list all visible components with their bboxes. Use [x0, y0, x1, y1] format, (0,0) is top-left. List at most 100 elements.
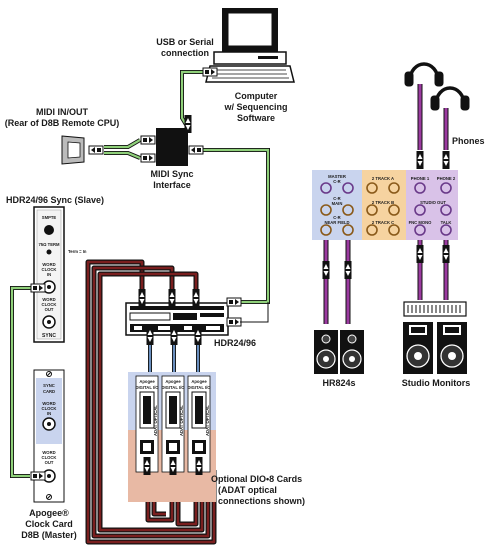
pb-track-a: 2 TRACK A: [372, 176, 394, 181]
phones-label: Phones: [452, 136, 485, 146]
dio-optical-2: ADAT OPTICAL: [179, 405, 184, 436]
apogee-clock-card: [33, 369, 65, 503]
pb-track-b: 2 TRACK B: [372, 200, 394, 205]
pb-cr-main-2: MAIN: [332, 201, 343, 206]
sync-wc-in-jack-icon: [30, 283, 46, 293]
card-wc-out-1: WORD: [42, 450, 55, 455]
wc-out-label-3: OUT: [45, 307, 54, 312]
studio-monitors-label: Studio Monitors: [402, 378, 471, 388]
hr824s-label: HR824s: [322, 378, 355, 388]
phone-plug-icon: [416, 151, 424, 169]
hdr-sync-jack-icon: [226, 297, 242, 307]
wc-in-label-3: IN: [47, 272, 51, 277]
term-label: 75Ω TERM: [38, 242, 60, 247]
dio-digital-3: DIGITAL I/O: [187, 385, 211, 390]
sync-label: SYNC: [42, 333, 56, 339]
dio-card-3: [187, 375, 211, 473]
computer-label-3: Software: [237, 113, 275, 123]
hdr-label: HDR24/96: [214, 338, 256, 348]
speaker-icon: [313, 329, 339, 375]
apogee-label-2: Clock Card: [25, 519, 73, 529]
card-wc-out-3: OUT: [45, 460, 54, 465]
apogee-label-1: Apogee®: [29, 508, 69, 518]
card-wc-in-1: WORD: [42, 401, 55, 406]
pb-track-c: 2 TRACK C: [372, 220, 394, 225]
speaker-icon: [339, 329, 365, 375]
pb-master-cr: MASTER: [328, 174, 346, 179]
pb-talk: TALK: [441, 220, 452, 225]
green-cables: [10, 70, 270, 478]
optional-label-1: Optional DIO•8 Cards: [211, 474, 302, 484]
usb-serial-label-1: USB or Serial: [156, 37, 214, 47]
wc-in-label-1: WORD: [42, 262, 55, 267]
hdr-blue-plug-icon: [146, 327, 154, 345]
pb-phone-2: PHONE 2: [437, 176, 456, 181]
pb-fnc-mono: FNC MONO: [409, 220, 433, 225]
computer-port-icon: [202, 67, 218, 77]
dio-digital-1: DIGITAL I/O: [135, 385, 159, 390]
midi-inout-label-2: (Rear of D8B Remote CPU): [5, 118, 120, 128]
usb-serial-label-2: connection: [161, 48, 209, 58]
db9-port-icon: [61, 135, 85, 165]
patchbay-knobs: [320, 182, 452, 236]
optical-plug-icon: [169, 457, 177, 475]
hr824-plug-icon: [344, 261, 352, 279]
dio-brand-1: Apogee: [139, 379, 155, 384]
dio-brand-3: Apogee: [191, 379, 207, 384]
card-wc-out-jack-icon: [30, 471, 46, 481]
hdr-blue-plug-icon: [170, 327, 178, 345]
pb-cr-main-1: C-R: [333, 196, 340, 201]
phone-plug-icon: [442, 151, 450, 169]
card-wc-in-3: IN: [47, 411, 51, 416]
wc-in-label-2: CLOCK: [42, 267, 57, 272]
hdr-plug-icon: [192, 289, 200, 307]
dio-brand-2: Apogee: [165, 379, 181, 384]
pb-cr-near-2: NEAR FIELD: [324, 220, 349, 225]
dio-digital-2: DIGITAL I/O: [161, 385, 185, 390]
apogee-label-3: D8B (Master): [21, 530, 77, 540]
studio-out-plug-icon: [442, 245, 450, 263]
sync-card-label-1: SYNC: [43, 383, 55, 388]
wc-out-label-2: CLOCK: [42, 302, 57, 307]
pb-cr-near-1: C-R: [333, 215, 340, 220]
studio-monitor-icon: [436, 321, 468, 375]
hr824-plug-icon: [322, 261, 330, 279]
card-wc-out-2: CLOCK: [42, 455, 57, 460]
headphones-icon: [404, 62, 470, 111]
red-cables: [85, 259, 217, 545]
pb-master-cr2: C-R: [333, 179, 340, 184]
midi-sync-interface: [140, 115, 204, 166]
computer-label-2: w/ Sequencing: [223, 102, 287, 112]
optional-label-3: connections shown): [218, 496, 305, 506]
midi-sync-label-2: Interface: [153, 180, 191, 190]
purple-cables: [323, 84, 449, 324]
smpte-label: SMPTE: [42, 215, 57, 220]
midi-cpu-jack-icon: [88, 145, 104, 155]
midi-sync-label-1: MIDI Sync: [150, 169, 193, 179]
optical-plug-icon: [143, 457, 151, 475]
hdr-jack-icon: [226, 317, 242, 327]
power-amp: [403, 301, 467, 317]
studio-out-plug-icon: [416, 245, 424, 263]
hdr-sync-label: HDR24/96 Sync (Slave): [6, 195, 104, 205]
term-in-label: Term = In: [68, 249, 87, 254]
midi-inout-label-1: MIDI IN/OUT: [36, 107, 88, 117]
hdr-blue-plug-icon: [194, 327, 202, 345]
dio-card-2: [161, 375, 185, 473]
dio-optical-3: ADAT OPTICAL: [205, 405, 210, 436]
hdr-plug-icon: [138, 289, 146, 307]
sync-card-label-2: CARD: [43, 389, 55, 394]
optical-plug-icon: [195, 457, 203, 475]
studio-monitor-icon: [402, 321, 434, 375]
card-wc-in-2: CLOCK: [42, 406, 57, 411]
pb-phone-1: PHONE 1: [411, 176, 430, 181]
wc-out-label-1: WORD: [42, 297, 55, 302]
hdr-sync-panel: [33, 206, 65, 343]
computer-label-1: Computer: [235, 91, 278, 101]
optional-label-2: (ADAT optical: [218, 485, 277, 495]
hdr-plug-icon: [168, 289, 176, 307]
computer: [205, 8, 295, 83]
pb-studio-out: STUDIO OUT: [420, 200, 446, 205]
dio-optical-1: ADAT OPTICAL: [153, 405, 158, 436]
